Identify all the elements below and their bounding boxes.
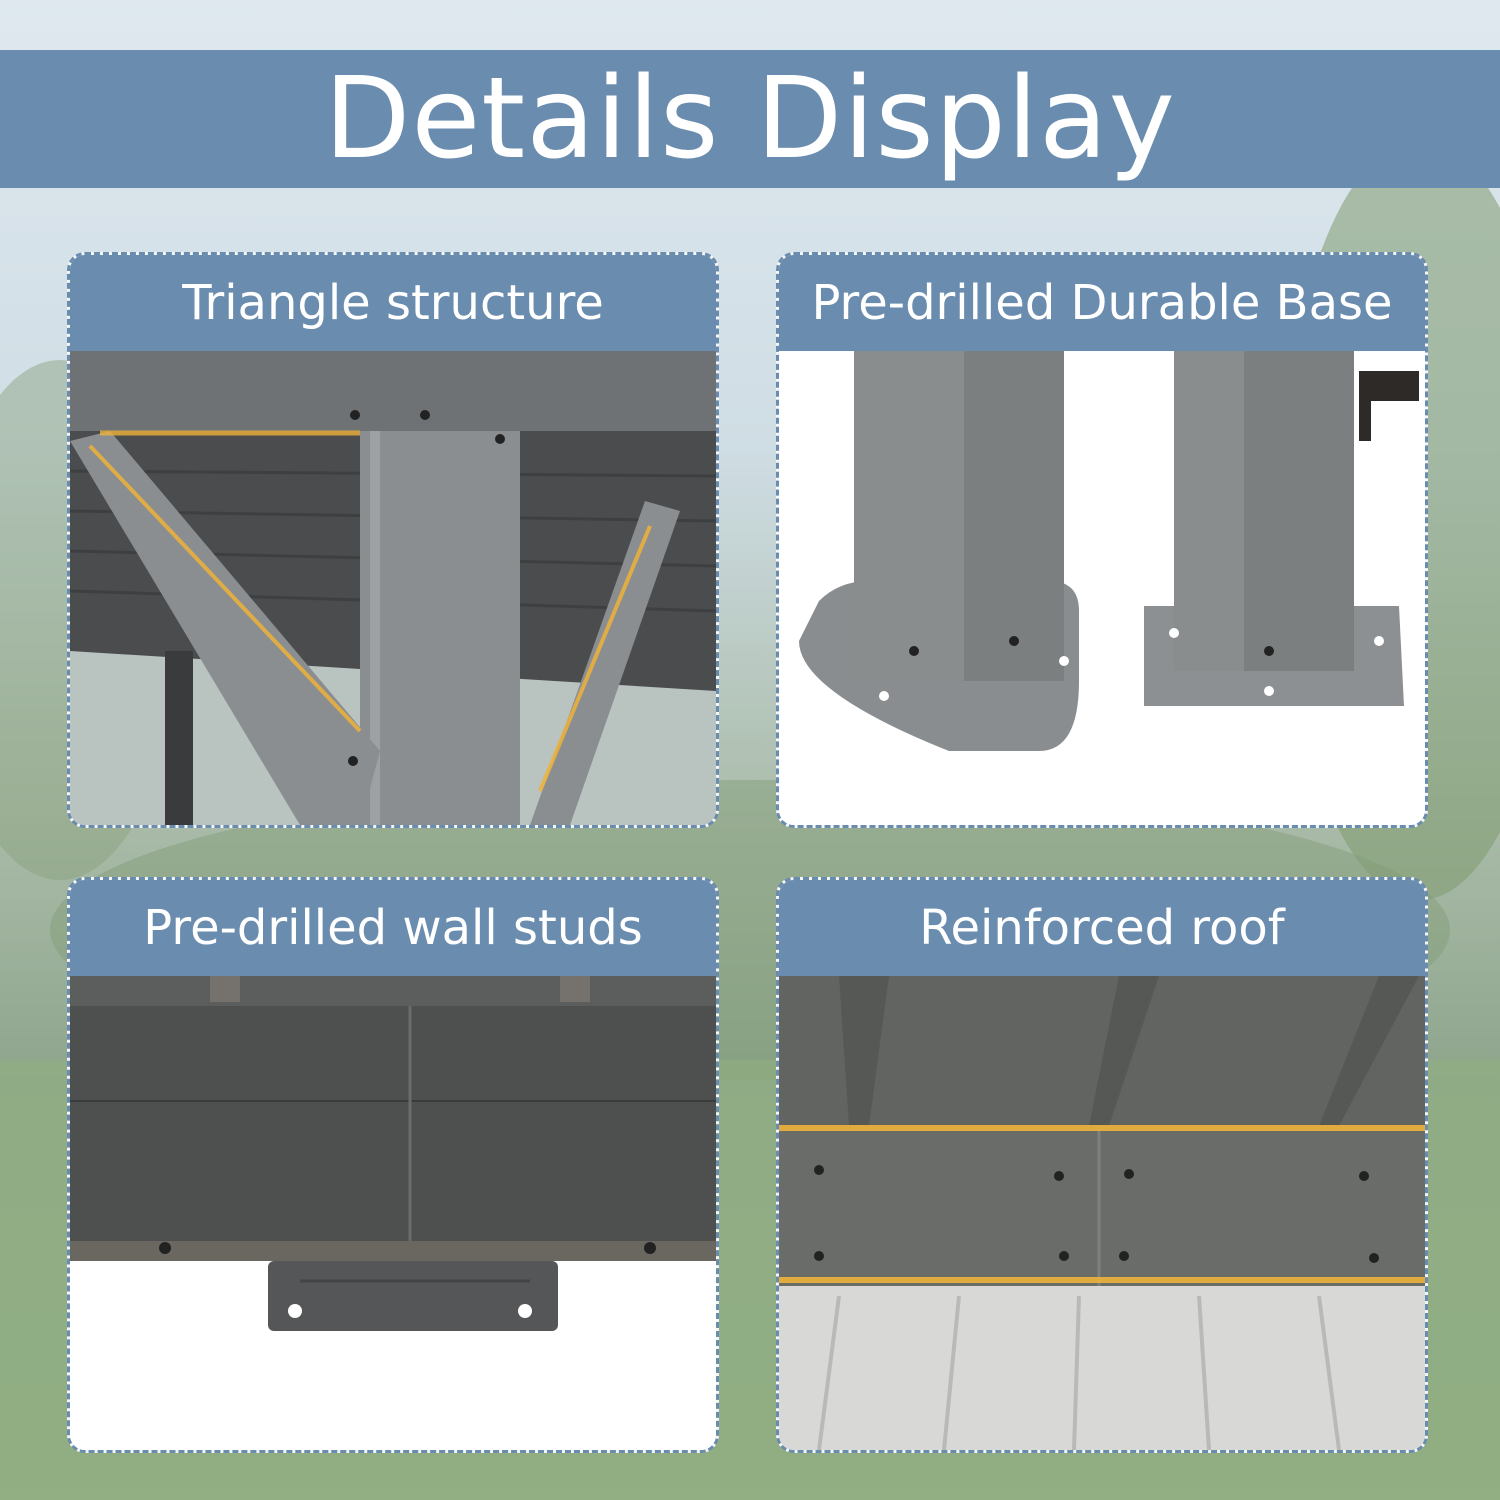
page-title: Details Display — [324, 54, 1176, 184]
roof-panel-photo — [779, 976, 1425, 1450]
post-base-plates-photo — [779, 351, 1425, 825]
feature-card-durable-base: Pre-drilled Durable Base — [776, 252, 1428, 828]
card-title: Pre-drilled wall studs — [143, 900, 643, 956]
card-header: Reinforced roof — [779, 880, 1425, 976]
feature-card-triangle-structure: Triangle structure — [67, 252, 719, 828]
wall-stud-bracket-photo — [70, 976, 716, 1450]
triangle-bracket-photo — [70, 351, 716, 825]
card-title: Pre-drilled Durable Base — [811, 275, 1393, 331]
card-header: Pre-drilled Durable Base — [779, 255, 1425, 351]
feature-card-reinforced-roof: Reinforced roof — [776, 877, 1428, 1453]
card-title: Triangle structure — [182, 275, 604, 331]
feature-card-wall-studs: Pre-drilled wall studs — [67, 877, 719, 1453]
title-banner: Details Display — [0, 50, 1500, 188]
card-title: Reinforced roof — [919, 900, 1285, 956]
card-header: Pre-drilled wall studs — [70, 880, 716, 976]
card-header: Triangle structure — [70, 255, 716, 351]
